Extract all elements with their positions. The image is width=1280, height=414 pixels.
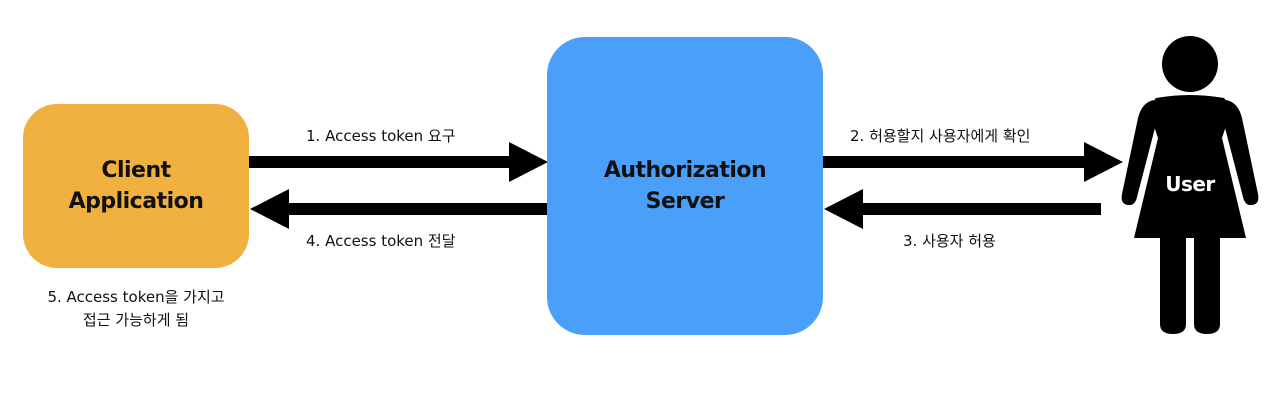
step-5-line2: 접근 가능하게 됨 xyxy=(82,311,190,329)
server-box-line1: Authorization xyxy=(603,158,767,183)
server-box-line2: Server xyxy=(645,189,725,214)
arrow-client-to-server xyxy=(249,142,548,182)
step-2-label: 2. 허용할지 사용자에게 확인 xyxy=(850,127,1031,145)
step-3-label: 3. 사용자 허용 xyxy=(903,232,996,250)
client-application-box: Client Application xyxy=(23,104,249,268)
step-5-note: 5. Access token을 가지고 접근 가능하게 됨 xyxy=(22,286,250,332)
user-label: User xyxy=(1165,172,1215,196)
authorization-server-box: Authorization Server xyxy=(547,37,823,335)
step-5-line1: 5. Access token을 가지고 xyxy=(47,288,225,306)
person-icon xyxy=(1121,36,1259,334)
arrow-server-to-client xyxy=(250,189,548,229)
client-box-line1: Client xyxy=(101,158,171,183)
client-box-line2: Application xyxy=(68,189,204,214)
step-1-label: 1. Access token 요구 xyxy=(306,127,456,145)
step-4-label: 4. Access token 전달 xyxy=(306,232,456,250)
arrow-user-to-server xyxy=(824,189,1101,229)
arrow-server-to-user xyxy=(823,142,1123,182)
